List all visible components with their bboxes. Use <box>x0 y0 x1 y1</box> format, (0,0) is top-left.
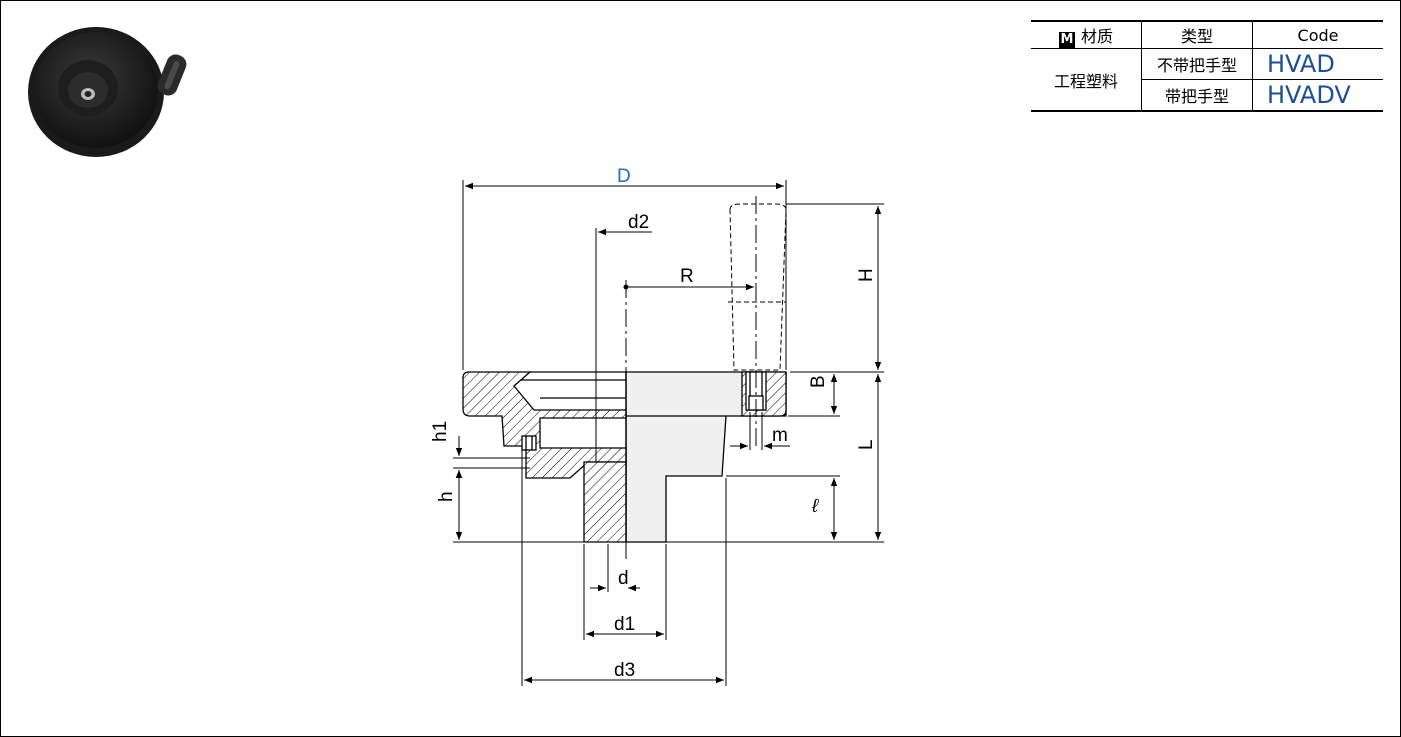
dim-label-L: L <box>856 439 877 450</box>
code-header: Code <box>1252 20 1383 49</box>
type-header: 类型 <box>1141 20 1253 49</box>
dim-label-d: d <box>618 568 629 589</box>
material-header: M 材质 <box>1031 20 1142 49</box>
handwheel-photo <box>28 27 187 157</box>
material-badge-icon: M <box>1058 31 1075 48</box>
dim-label-l: ℓ <box>811 496 819 517</box>
dim-label-H: H <box>856 268 877 282</box>
code-cell: HVADV <box>1252 79 1383 112</box>
dim-label-d1: d1 <box>614 614 635 635</box>
dim-label-d2: d2 <box>628 212 649 233</box>
spec-table: M 材质 类型 Code 工程塑料 不带把手型 HVAD 带把手型 HVADV <box>1031 20 1383 112</box>
dim-label-h1: h1 <box>430 421 451 442</box>
wheel-section <box>462 371 787 543</box>
handle-outline <box>728 203 787 371</box>
dim-label-m: m <box>772 425 788 446</box>
material-header-label: 材质 <box>1080 26 1113 46</box>
material-cell: 工程塑料 <box>1031 48 1142 112</box>
dim-label-d3: d3 <box>614 660 635 681</box>
dim-label-D: D <box>617 166 631 187</box>
dim-label-R: R <box>680 266 694 287</box>
dim-label-B: B <box>808 375 829 388</box>
dimension-lines <box>453 180 884 686</box>
center-lines <box>625 196 757 560</box>
type-cell: 带把手型 <box>1141 79 1253 112</box>
dimension-labels: D d2 R H B m L ℓ h1 h d d1 d3 <box>430 166 877 681</box>
dim-label-h: h <box>436 491 457 502</box>
type-cell: 不带把手型 <box>1141 48 1253 80</box>
code-cell: HVAD <box>1252 48 1383 80</box>
